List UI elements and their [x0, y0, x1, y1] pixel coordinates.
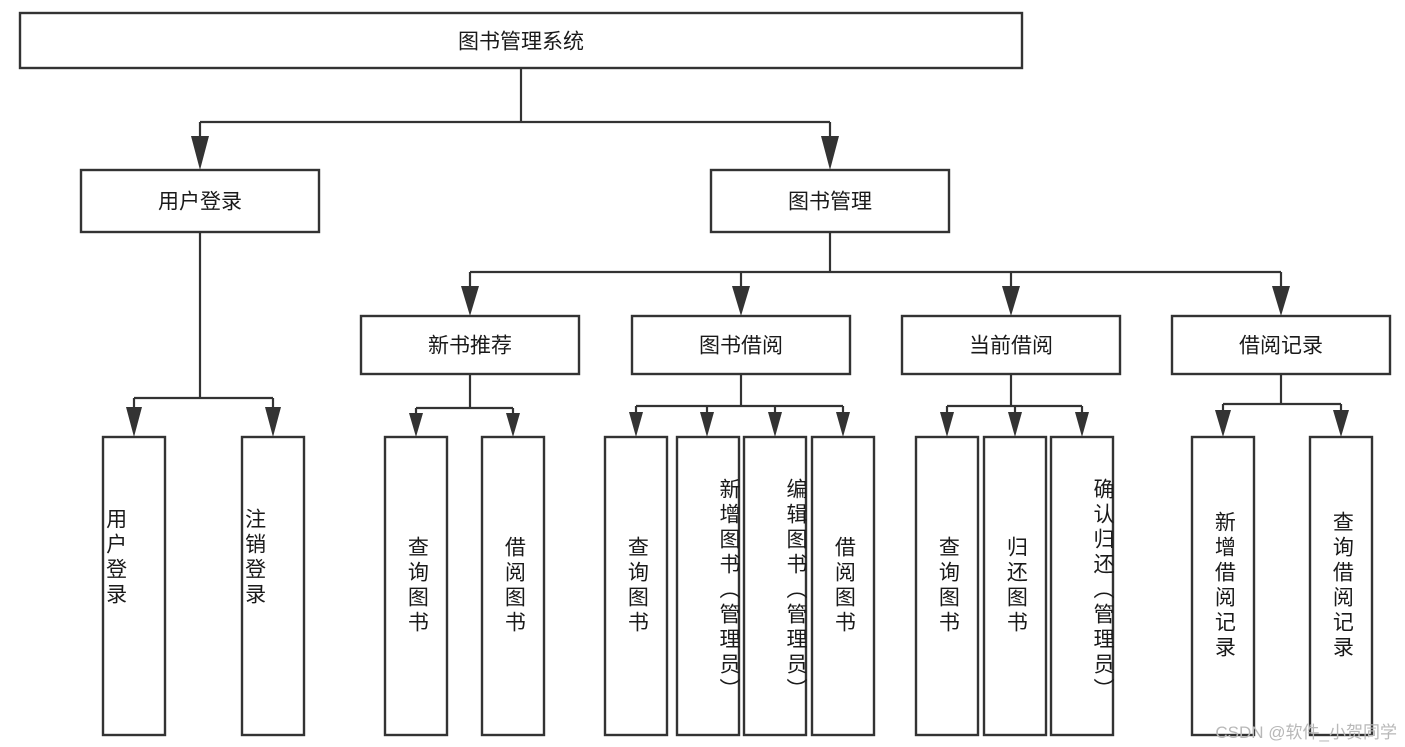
node-box-book-manage[interactable] [709, 168, 951, 234]
node-label-book-borrow: 图书借阅 [699, 335, 783, 358]
arrow-head-leaf-return-book [1008, 412, 1022, 437]
arrow-head-leaf-logout [265, 407, 281, 437]
arrow-head-new-book-recommend [461, 286, 479, 316]
arrow-head-leaf-add-book [700, 412, 714, 437]
arrow-head-borrow-record [1272, 286, 1290, 316]
node-box-book-borrow[interactable] [630, 314, 852, 376]
node-label-borrow-record: 借阅记录 [1239, 335, 1323, 358]
arrow-head-book-manage [821, 136, 839, 170]
node-label-new-book-recommend: 新书推荐 [428, 335, 512, 358]
node-box-leaf-query-record[interactable] [1308, 435, 1374, 737]
connector-group-borrow-record [1215, 374, 1349, 437]
node-label-root: 图书管理系统 [458, 31, 584, 54]
node-box-leaf-return-book[interactable] [982, 435, 1048, 737]
arrow-head-current-borrow [1002, 286, 1020, 316]
connector-group-new-book-recommend [409, 374, 520, 437]
node-boxes [18, 11, 1392, 737]
node-label-book-manage: 图书管理 [788, 191, 872, 214]
node-box-leaf-user-login[interactable] [101, 435, 167, 737]
node-box-leaf-add-book[interactable] [675, 435, 741, 737]
arrow-head-user-login [191, 136, 209, 170]
arrow-head-leaf-query-book-2 [629, 412, 643, 437]
arrow-head-leaf-confirm-return [1075, 412, 1089, 437]
connector-group-root [191, 68, 839, 170]
arrow-head-leaf-query-book-3 [940, 412, 954, 437]
connector-group-book-borrow [629, 374, 850, 437]
arrow-head-leaf-query-record [1333, 410, 1349, 437]
arrow-head-book-borrow [732, 286, 750, 316]
node-box-borrow-record[interactable] [1170, 314, 1392, 376]
connector-group-book-manage [461, 232, 1290, 316]
csdn-watermark: CSDN @软件_小贺同学 [1215, 723, 1397, 742]
connector-group-current-borrow [940, 374, 1089, 437]
node-box-leaf-logout[interactable] [240, 435, 306, 737]
arrow-head-leaf-query-book-1 [409, 413, 423, 437]
node-box-leaf-borrow-book-1[interactable] [480, 435, 546, 737]
arrow-head-leaf-add-record [1215, 410, 1231, 437]
arrow-head-leaf-edit-book [768, 412, 782, 437]
node-box-leaf-query-book-3[interactable] [914, 435, 980, 737]
node-box-leaf-query-book-2[interactable] [603, 435, 669, 737]
node-box-leaf-borrow-book-2[interactable] [810, 435, 876, 737]
node-box-leaf-query-book-1[interactable] [383, 435, 449, 737]
node-box-current-borrow[interactable] [900, 314, 1122, 376]
arrow-head-leaf-user-login [126, 407, 142, 437]
node-box-leaf-edit-book[interactable] [742, 435, 808, 737]
arrow-head-leaf-borrow-book-1 [506, 413, 520, 437]
node-box-new-book-recommend[interactable] [359, 314, 581, 376]
node-box-leaf-confirm-return[interactable] [1049, 435, 1115, 737]
arrow-head-leaf-borrow-book-2 [836, 412, 850, 437]
node-label-current-borrow: 当前借阅 [969, 335, 1053, 358]
node-label-user-login: 用户登录 [158, 191, 242, 214]
connector-group-user-login [126, 232, 281, 437]
node-box-user-login[interactable] [79, 168, 321, 234]
node-box-root[interactable] [18, 11, 1024, 70]
node-box-leaf-add-record[interactable] [1190, 435, 1256, 737]
node-labels-horizontal: 图书管理系统 用户登录 图书管理 新书推荐 图书借阅 当前借阅 借阅记录 [158, 31, 1323, 358]
